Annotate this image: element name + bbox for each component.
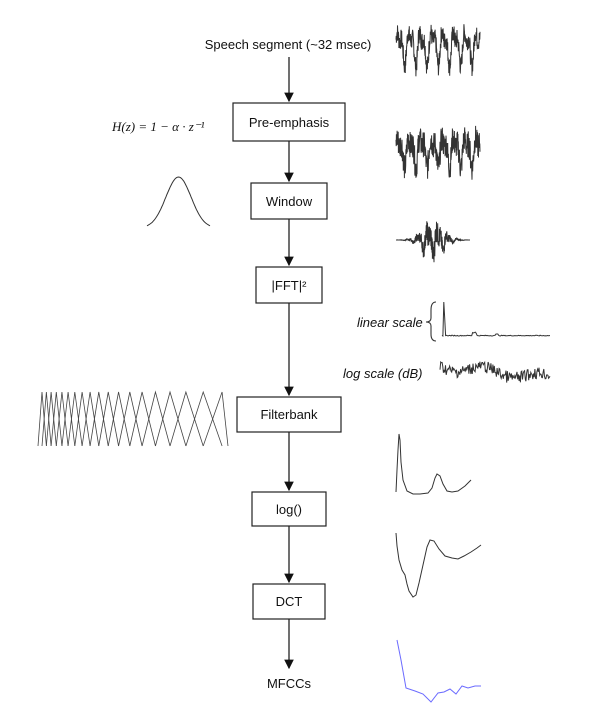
- filter-triangle: [202, 391, 229, 447]
- speech-waveform-plot: [395, 24, 481, 77]
- dct-label: DCT: [276, 594, 303, 609]
- filter-triangle: [169, 390, 204, 447]
- filter-triangle: [98, 391, 119, 447]
- mfccs-label: MFCCs: [267, 676, 312, 691]
- filter-triangle: [55, 391, 69, 447]
- window-function-plot: [146, 176, 211, 227]
- filter-triangle: [74, 391, 91, 447]
- filter-triangle: [155, 390, 187, 447]
- filter-triangle: [81, 391, 100, 447]
- log-spectrum-plot: [439, 360, 551, 383]
- mfcc-coefficients-plot: [396, 639, 481, 703]
- filter-triangle: [89, 391, 109, 447]
- filter-triangle: [107, 391, 131, 447]
- preemphasis-formula: H(z) = 1 − α · z⁻¹: [111, 119, 205, 134]
- filter-triangle: [141, 390, 171, 447]
- filter-triangle: [45, 391, 57, 447]
- preemphasized-waveform-plot: [395, 125, 481, 180]
- log-output-plot: [395, 532, 482, 598]
- brace-icon: [425, 301, 437, 342]
- linear-scale-label: linear scale: [357, 315, 423, 330]
- fft-label: |FFT|²: [272, 278, 308, 293]
- fft-block: |FFT|²: [255, 266, 323, 304]
- filter-triangle: [118, 391, 143, 447]
- log-label: log(): [276, 502, 302, 517]
- log-scale-label: log scale (dB): [343, 366, 422, 381]
- filterbank-label: Filterbank: [260, 407, 318, 422]
- filter-triangle: [37, 391, 47, 447]
- preemphasis-label: Pre-emphasis: [249, 115, 330, 130]
- log-block: log(): [251, 491, 327, 527]
- filterbank-output-plot: [395, 433, 472, 495]
- filter-triangle: [67, 391, 83, 447]
- filter-triangle: [61, 391, 76, 447]
- filterbank-block: Filterbank: [236, 396, 342, 433]
- windowed-waveform-plot: [396, 221, 470, 263]
- window-block: Window: [250, 182, 328, 220]
- filter-triangle: [129, 391, 156, 447]
- linear-spectrum-plot: [441, 301, 550, 337]
- filterbank-triangles-plot: [37, 390, 229, 447]
- window-label: Window: [266, 194, 313, 209]
- filter-triangle: [185, 390, 223, 447]
- speech-segment-label: Speech segment (~32 msec): [205, 37, 372, 52]
- dct-block: DCT: [252, 583, 326, 620]
- preemphasis-block: Pre-emphasis: [232, 102, 346, 142]
- filter-triangle: [50, 391, 63, 447]
- filter-triangle: [41, 391, 52, 447]
